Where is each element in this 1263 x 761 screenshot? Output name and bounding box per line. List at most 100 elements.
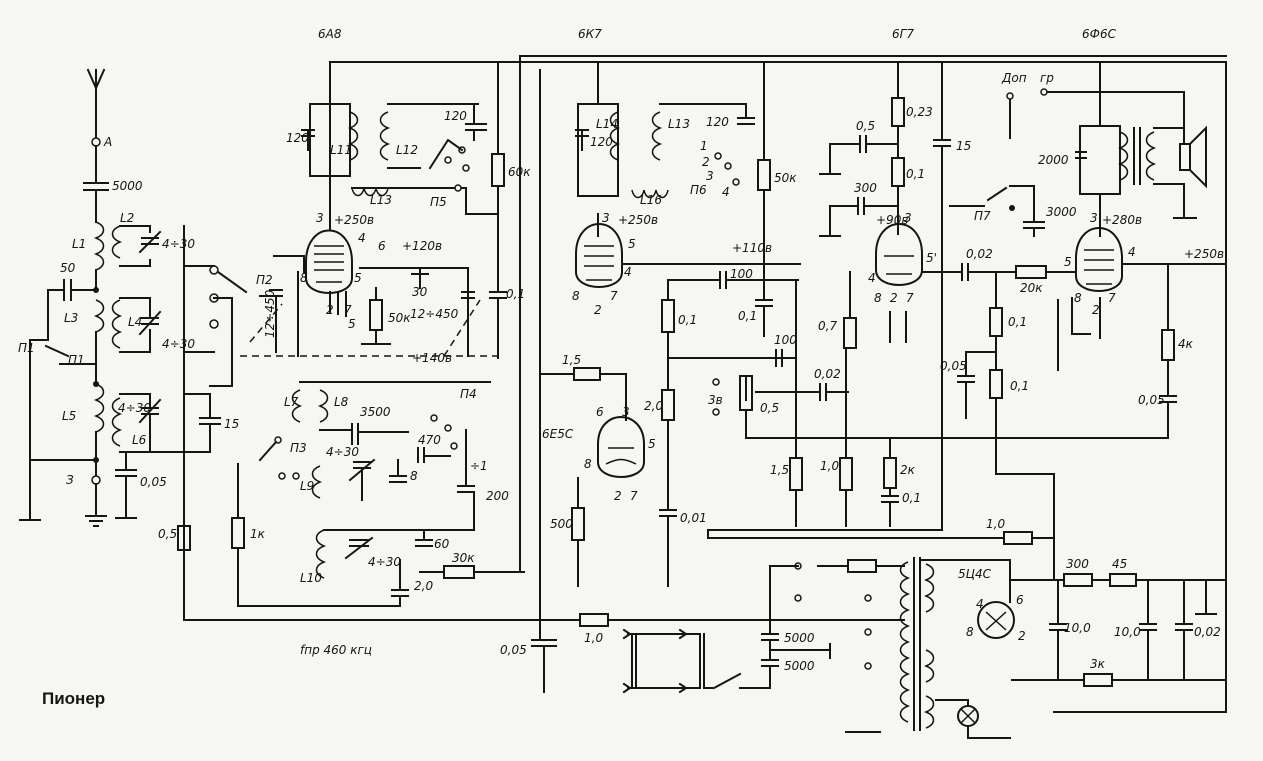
caption-pioneer: Пионер: [42, 689, 105, 708]
l5-label: L5: [62, 409, 76, 423]
cap-50: 50: [60, 261, 76, 275]
res-500-eye: 500: [550, 517, 573, 531]
cap-15-left: 15: [224, 417, 239, 431]
pin-2-6g7: 2: [890, 291, 898, 305]
pin-2-6e5c: 2: [614, 489, 622, 503]
tube-6g7-label: 6Г7: [892, 27, 914, 41]
pin-6-rect: 6: [1016, 593, 1024, 607]
cap-200: 200: [486, 489, 509, 503]
cap-470: 470: [418, 433, 441, 447]
l11-label: L11: [330, 143, 352, 157]
l14-label: L14: [596, 117, 618, 131]
res-2k: 1,5: [770, 463, 789, 477]
cap-4-30-a: 4÷30: [162, 237, 195, 251]
l6-label: L6: [132, 433, 147, 447]
tube-6f6c: 6Ф6С 3 +280в 4 5 8 2 7 +250в 2000 4к 0,0…: [921, 27, 1227, 541]
v-250-c: +250в: [1184, 247, 1224, 261]
tube-6k7: 6К7 3 +250в 5 4 8 2 7 +110в L14 120 L13 …: [572, 27, 1169, 587]
cap-4-30-c: 4÷30: [118, 401, 151, 415]
cap-120-if-b: 120: [706, 115, 729, 129]
tube-6e5c: 6Е5С 6 3 5 8 2 7 1,5 500: [539, 353, 656, 587]
pin-8-rect: 8: [966, 625, 974, 639]
cap-0-05-left: 0,05: [140, 475, 167, 489]
v-250-b: +250в: [618, 213, 658, 227]
l13-label-a: L13: [370, 193, 392, 207]
v-110: +110в: [732, 241, 772, 255]
power-supply: 5Ц4С 4 6 8 2 300 45 10,0 10,0 0,02 3к 1,…: [183, 55, 1227, 739]
res-1k: 1к: [250, 527, 266, 541]
pin-4-6f6c: 4: [1128, 245, 1136, 259]
pin-5-6f6c: 5: [1064, 255, 1072, 269]
pin-3-6f6c: 3: [1090, 211, 1098, 225]
res-0-1-grid: 0,7: [818, 319, 837, 333]
res-3k: 3к: [1090, 657, 1106, 671]
cap-120-a: 120: [286, 131, 309, 145]
pin-8-6a8: 8: [300, 271, 308, 285]
l7-label: L7: [284, 395, 299, 409]
p6-2: 2: [702, 155, 710, 169]
res-1-0: 1,0: [820, 459, 839, 473]
pin-6-6a8: 6: [378, 239, 386, 253]
pin-5-6k7: 5: [628, 237, 636, 251]
pin-6-6e5c: 6: [596, 405, 604, 419]
cap-0-05-cath: 0,1: [902, 491, 921, 505]
label-z: З: [66, 473, 74, 487]
cap-4-30-osc: 4÷30: [326, 445, 359, 459]
label-dop: Доп: [1001, 71, 1027, 85]
p7-label: П7: [974, 209, 991, 223]
pin-3-6k7: 3: [602, 211, 610, 225]
l8-label: L8: [334, 395, 349, 409]
l12-label: L12: [396, 143, 418, 157]
pin-4-rect: 4: [976, 597, 984, 611]
pin-5-6a8: 5: [354, 271, 362, 285]
cap-30: 30: [412, 285, 428, 299]
cap-60: 60: [434, 537, 450, 551]
tube-6a8-label: 6А8: [318, 27, 342, 41]
cap-0-02-out: 0,02: [966, 247, 993, 261]
p6-3: 3: [706, 169, 714, 183]
p3-label: П3: [290, 441, 307, 455]
res-20k: 20к: [1020, 281, 1043, 295]
l13-label-b: L13: [668, 117, 690, 131]
cap-0-01: 0,01: [680, 511, 707, 525]
cap-0-05-psu: 0,05: [500, 643, 527, 657]
cap-0-02-psu: 0,02: [1194, 625, 1221, 639]
cap-5000-psu-a: 5000: [784, 631, 815, 645]
cap-5000-psu-b: 5000: [784, 659, 815, 673]
v-90: +90в: [876, 213, 908, 227]
pin-7-6g7: 7: [906, 291, 914, 305]
l9-label: L9: [300, 479, 314, 493]
v-140: +140в: [412, 351, 452, 365]
p4-label: П4: [460, 387, 477, 401]
res-30k: 30к: [452, 551, 475, 565]
cap-3500: 3500: [360, 405, 391, 419]
cap-0-1-fb: 0,05: [1138, 393, 1165, 407]
pin-8-6k7: 8: [572, 289, 580, 303]
tube-6e5c-label: 6Е5С: [542, 427, 574, 441]
cap-5000: 5000: [112, 179, 143, 193]
p6-4: 4: [722, 185, 730, 199]
res-0-5-vol: 0,5: [760, 401, 779, 415]
pin-8-6f6c: 8: [1074, 291, 1082, 305]
cap-15-6g7: 15: [956, 139, 971, 153]
pin-4-6a8: 4: [358, 231, 366, 245]
pin-3-6g7: 3: [904, 211, 912, 225]
pin-5-6e5c: 5: [648, 437, 656, 451]
pin-2-rect: 2: [1018, 629, 1026, 643]
l16-label: L16: [640, 193, 662, 207]
input-coils: L2 4÷30 L4 4÷30 4÷30 L6 0,05 15 0,5: [111, 211, 248, 621]
cap-4-30-l10: 4÷30: [368, 555, 401, 569]
pin-5b-6a8: 5: [348, 317, 356, 331]
cap-120-if-a: 120: [590, 135, 613, 149]
cap-0-1-if: 0,1: [738, 309, 757, 323]
cap-120-b: 120: [444, 109, 467, 123]
cap-100-a: 100: [730, 267, 753, 281]
res-0-7: 0,1: [1008, 315, 1027, 329]
cap-10-a: 10,0: [1064, 621, 1091, 635]
pin-4-6g7: 4: [868, 271, 876, 285]
res-0-1-if: 0,1: [678, 313, 697, 327]
l2-label: L2: [120, 211, 134, 225]
tube-6f6c-label: 6Ф6С: [1082, 27, 1117, 41]
pin-7-6f6c: 7: [1108, 291, 1116, 305]
p1-label: П1: [18, 341, 35, 355]
